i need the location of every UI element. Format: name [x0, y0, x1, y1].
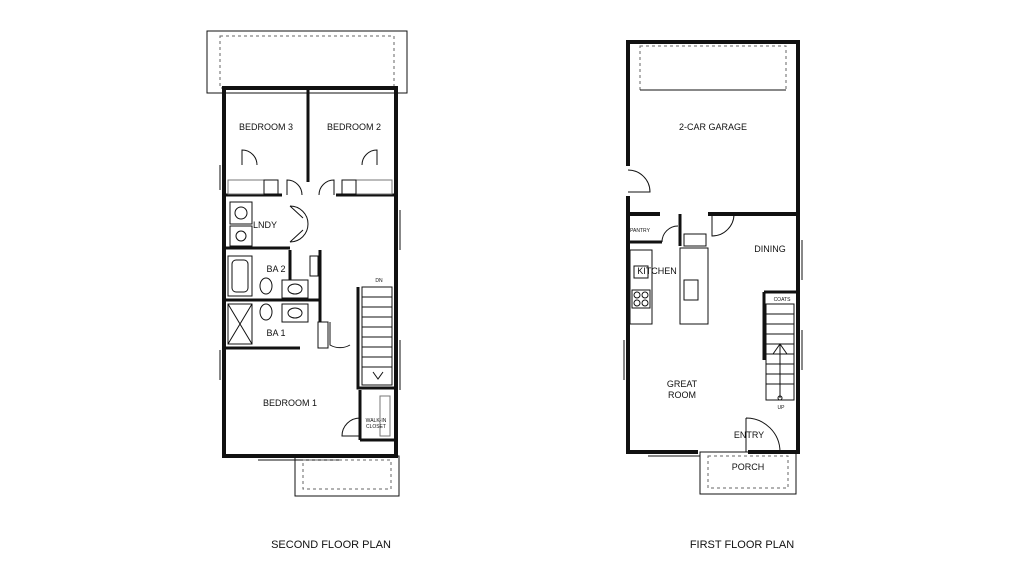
room-label-coats: COATS — [774, 297, 792, 303]
kitchen-counter — [629, 249, 653, 325]
room-label-great-room-1: GREAT — [667, 379, 698, 389]
bath2-toilet — [259, 277, 273, 295]
room-label-garage: 2-CAR GARAGE — [679, 122, 747, 132]
room-label-walkin-2: CLOSET — [366, 424, 386, 430]
coats-wall — [762, 290, 798, 360]
second-floor-plan: BEDROOM 3 BEDROOM 2 LNDY BA 2 BA 1 BEDRO… — [206, 30, 408, 551]
kitchen-island — [679, 247, 709, 325]
bath1-toilet — [259, 303, 273, 321]
walkin-closet-wall — [358, 390, 396, 442]
room-label-dining: DINING — [754, 244, 786, 254]
room-label-kitchen: KITCHEN — [637, 266, 677, 276]
room-label-bedroom-2: BEDROOM 2 — [327, 122, 381, 132]
garage — [626, 40, 800, 216]
room-label-bedroom-1: BEDROOM 1 — [263, 398, 317, 408]
room-label-laundry: LNDY — [253, 220, 277, 230]
first-floor-caption: FIRST FLOOR PLAN — [690, 539, 794, 551]
room-label-walkin-1: WALK-IN — [366, 418, 387, 424]
second-floor-caption: SECOND FLOOR PLAN — [271, 539, 391, 551]
porch — [699, 451, 797, 495]
bath1-vanity — [281, 303, 309, 323]
bath2-vanity — [281, 279, 309, 299]
room-label-bath-2: BA 2 — [266, 264, 285, 274]
pantry-wall — [628, 214, 682, 246]
room-label-great-room-2: ROOM — [668, 390, 696, 400]
room-label-pantry: PANTRY — [630, 228, 650, 234]
room-label-entry: ENTRY — [734, 430, 764, 440]
first-floor-plan: 2-CAR GARAGE PANTRY KITCHEN DINING COATS… — [623, 40, 803, 551]
first-floor-stair — [765, 303, 795, 401]
stair-label-dn: DN — [375, 278, 383, 284]
upper-balcony — [206, 30, 408, 94]
washer — [229, 201, 253, 225]
stair-label-up: UP — [778, 405, 786, 411]
dryer — [229, 225, 253, 247]
lower-balcony — [294, 455, 400, 497]
room-label-porch: PORCH — [732, 462, 765, 472]
room-label-bath-1: BA 1 — [266, 328, 285, 338]
second-floor-stair — [356, 286, 396, 390]
room-label-bedroom-3: BEDROOM 3 — [239, 122, 293, 132]
